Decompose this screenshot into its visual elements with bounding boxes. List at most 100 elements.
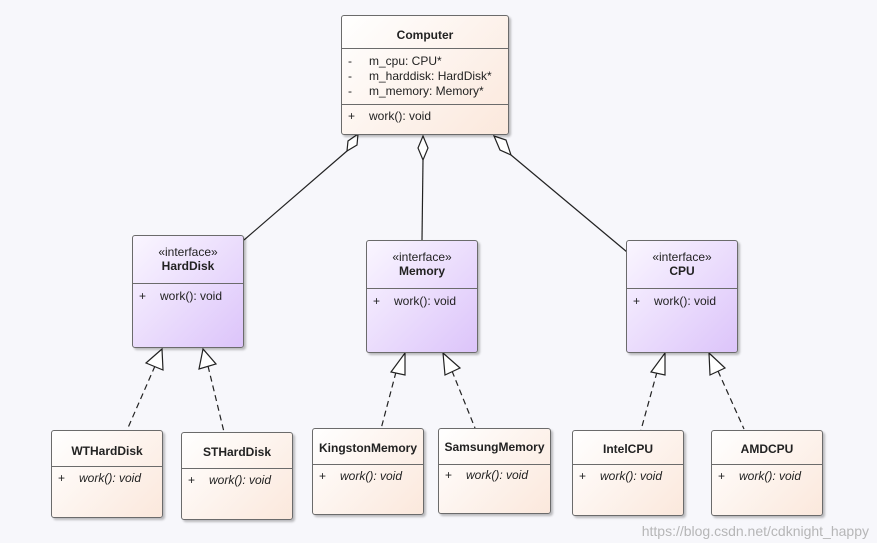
visibility-marker: - <box>348 69 352 83</box>
realization-arrowhead-icon <box>708 351 727 376</box>
operation-text: work(): void <box>654 294 717 308</box>
interface-cpu[interactable]: «interface» CPU + work(): void <box>626 240 738 353</box>
class-header: KingstonMemory <box>313 429 423 465</box>
operation-row[interactable]: + work(): void <box>712 469 822 484</box>
realization-intelcpu[interactable] <box>640 351 666 431</box>
operation-text: work(): void <box>340 469 403 483</box>
realization-kingstonmemory[interactable] <box>380 351 406 430</box>
realization-arrowhead-icon <box>144 347 164 371</box>
realization-stharddisk[interactable] <box>198 347 225 433</box>
realization-arrowhead-icon <box>442 351 462 376</box>
aggregation-diamond-icon <box>492 135 513 157</box>
visibility-marker: + <box>373 294 381 308</box>
attribute-section: - m_cpu: CPU* - m_harddisk: HardDisk* - … <box>342 49 508 105</box>
visibility-marker: + <box>445 468 453 482</box>
visibility-marker: + <box>139 289 147 303</box>
class-header: WTHardDisk <box>52 431 162 467</box>
operation-row[interactable]: + work(): void <box>182 473 292 488</box>
class-header: AMDCPU <box>712 431 822 465</box>
operation-row[interactable]: + work(): void <box>52 471 162 486</box>
visibility-marker: - <box>348 54 352 68</box>
visibility-marker: + <box>58 471 66 485</box>
visibility-marker: + <box>348 109 356 123</box>
attribute-row[interactable]: - m_cpu: CPU* <box>342 54 508 69</box>
operation-text: work(): void <box>79 471 142 485</box>
visibility-marker: - <box>348 84 352 98</box>
aggregation-cpu[interactable] <box>492 135 628 253</box>
class-name: Computer <box>396 28 454 42</box>
operation-row[interactable]: + work(): void <box>439 468 550 483</box>
interface-name: Memory <box>398 264 445 278</box>
attribute-text: m_harddisk: HardDisk* <box>369 69 492 83</box>
class-wtharddisk[interactable]: WTHardDisk + work(): void <box>51 430 163 518</box>
class-kingstonmemory[interactable]: KingstonMemory + work(): void <box>312 428 424 515</box>
class-name: SamsungMemory <box>444 440 545 454</box>
operation-text: work(): void <box>160 289 223 303</box>
aggregation-memory[interactable] <box>417 134 429 241</box>
interface-memory[interactable]: «interface» Memory + work(): void <box>366 240 478 353</box>
operation-text: work(): void <box>394 294 457 308</box>
operation-section: + work(): void <box>313 465 423 487</box>
operation-section: + work(): void <box>182 469 292 491</box>
stereotype-label: «interface» <box>158 245 218 259</box>
operation-section: + work(): void <box>712 465 822 487</box>
operation-section: + work(): void <box>439 465 550 486</box>
operation-section: + work(): void <box>367 289 477 312</box>
operation-section: + work(): void <box>133 284 243 307</box>
realization-wtharddisk[interactable] <box>126 347 164 431</box>
stereotype-label: «interface» <box>652 250 712 264</box>
interface-header: «interface» CPU <box>627 241 737 289</box>
class-intelcpu[interactable]: IntelCPU + work(): void <box>572 430 684 516</box>
operation-text: work(): void <box>739 469 802 483</box>
interface-name: CPU <box>669 264 695 278</box>
operation-text: work(): void <box>209 473 272 487</box>
class-header: IntelCPU <box>573 431 683 465</box>
operation-row[interactable]: + work(): void <box>367 294 477 309</box>
operation-section: + work(): void <box>342 105 508 127</box>
operation-section: + work(): void <box>52 467 162 489</box>
attribute-row[interactable]: - m_harddisk: HardDisk* <box>342 69 508 84</box>
operation-row[interactable]: + work(): void <box>313 469 423 484</box>
class-header: SamsungMemory <box>439 429 550 465</box>
interface-header: «interface» HardDisk <box>133 236 243 284</box>
interface-harddisk[interactable]: «interface» HardDisk + work(): void <box>132 235 244 348</box>
class-name: IntelCPU <box>602 442 653 456</box>
aggregation-diamond-icon <box>346 132 359 153</box>
aggregation-diamond-icon <box>417 134 429 162</box>
realization-amdcpu[interactable] <box>708 351 745 430</box>
realization-arrowhead-icon <box>649 351 666 376</box>
attribute-text: m_cpu: CPU* <box>369 54 442 68</box>
operation-row[interactable]: + work(): void <box>342 109 508 124</box>
realization-arrowhead-icon <box>389 351 406 376</box>
class-header: Computer <box>342 16 508 49</box>
class-amdcpu[interactable]: AMDCPU + work(): void <box>711 430 823 516</box>
operation-row[interactable]: + work(): void <box>133 289 243 304</box>
operation-section: + work(): void <box>573 465 683 487</box>
watermark: https://blog.csdn.net/cdknight_happy <box>641 523 869 539</box>
visibility-marker: + <box>718 469 726 483</box>
operation-row[interactable]: + work(): void <box>573 469 683 484</box>
class-stharddisk[interactable]: STHardDisk + work(): void <box>181 432 293 520</box>
class-name: AMDCPU <box>740 442 794 456</box>
realization-samsungmemory[interactable] <box>442 351 476 429</box>
class-name: KingstonMemory <box>318 441 417 455</box>
stereotype-label: «interface» <box>392 250 452 264</box>
operation-text: work(): void <box>369 109 432 123</box>
realization-arrowhead-icon <box>198 347 218 370</box>
class-computer[interactable]: Computer - m_cpu: CPU* - m_harddisk: Har… <box>341 15 509 135</box>
class-name: STHardDisk <box>202 445 272 459</box>
class-name: WTHardDisk <box>71 444 143 458</box>
interface-name: HardDisk <box>161 259 215 273</box>
attribute-row[interactable]: - m_memory: Memory* <box>342 84 508 99</box>
visibility-marker: + <box>633 294 641 308</box>
aggregation-harddisk[interactable] <box>243 132 359 241</box>
class-samsungmemory[interactable]: SamsungMemory + work(): void <box>438 428 551 514</box>
visibility-marker: + <box>188 473 196 487</box>
interface-header: «interface» Memory <box>367 241 477 289</box>
visibility-marker: + <box>319 469 327 483</box>
operation-section: + work(): void <box>627 289 737 312</box>
operation-row[interactable]: + work(): void <box>627 294 737 309</box>
operation-text: work(): void <box>600 469 663 483</box>
